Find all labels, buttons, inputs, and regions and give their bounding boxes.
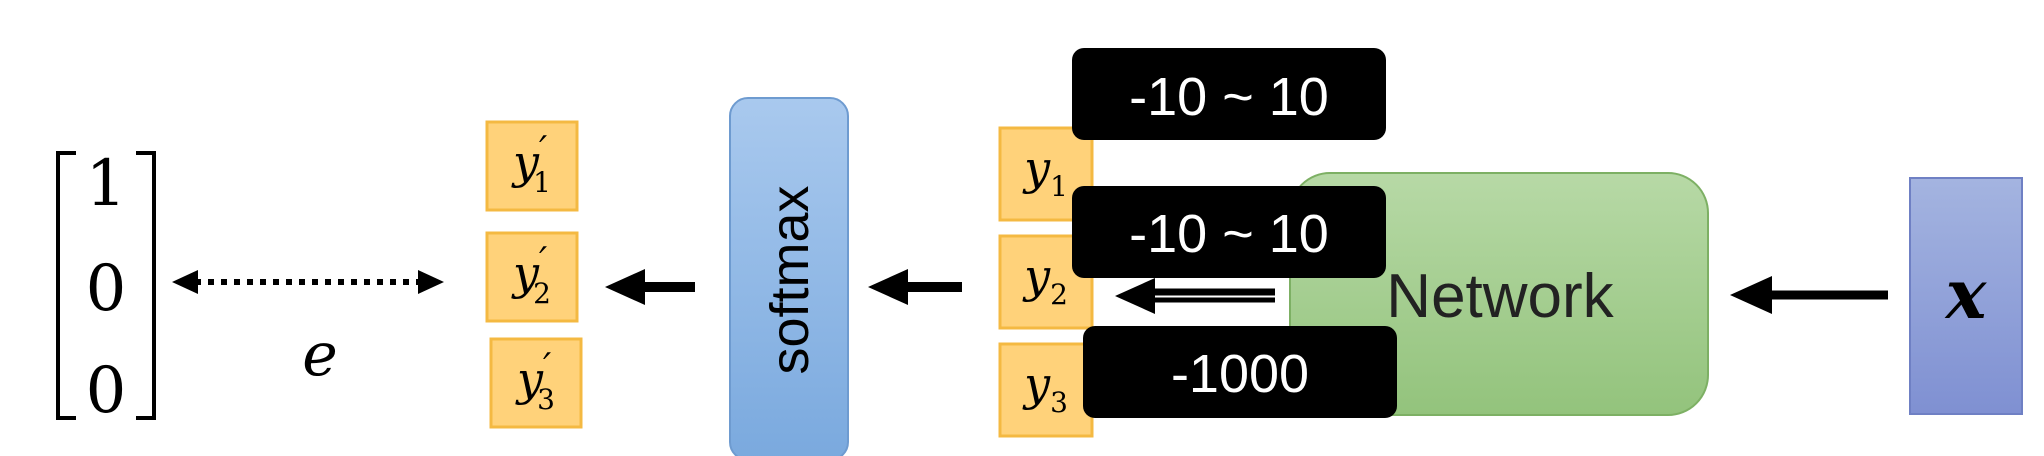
raw-output-boxes: y1 y2 y3: [998, 126, 1094, 438]
arrow-softmax-to-primed: [605, 269, 695, 305]
left-bracket: [56, 151, 76, 420]
y2-prime-box: [485, 231, 579, 323]
y1-prime-label: y′1: [511, 130, 551, 199]
network-label: Network: [1386, 262, 1614, 331]
tag-y2-bg: [1072, 186, 1386, 278]
tag-y1-bg: [1072, 48, 1386, 140]
y3-label: y3: [1022, 357, 1068, 419]
arrow-input-to-network: [1730, 276, 1888, 314]
arrow-network-to-raw: [1115, 278, 1275, 314]
error-connector: e: [172, 270, 444, 390]
vector-entry-2: 0: [86, 252, 127, 326]
arrow-raw-to-softmax: [868, 269, 962, 305]
input-box: [1909, 177, 2023, 415]
y2-prime-label: y′2: [511, 241, 551, 310]
softmax-label: softmax: [760, 185, 820, 374]
y2-label: y2: [1022, 249, 1068, 311]
input-block: x: [1909, 177, 2023, 415]
y1-prime-box: [485, 120, 579, 212]
y1-label: y1: [1022, 141, 1068, 203]
error-label: e: [302, 320, 338, 390]
tag-y3-bg: [1083, 326, 1397, 418]
softmax-box: [729, 97, 849, 456]
right-bracket: [136, 151, 156, 420]
tag-y3-value: -1000: [1171, 344, 1309, 404]
tag-y1-range: -10 ~ 10: [1129, 67, 1329, 127]
vector-entry-3: 0: [86, 354, 127, 428]
primed-output-boxes: y′1 y′2 y′3: [485, 120, 583, 429]
input-label: x: [1944, 255, 1988, 335]
arrowhead-right: [418, 270, 444, 294]
y3-prime-label: y′3: [515, 347, 555, 416]
y3-box: [998, 342, 1094, 438]
value-tags: -10 ~ 10 -10 ~ 10 -1000: [1072, 48, 1397, 418]
target-vector: 1 0 0: [56, 147, 156, 428]
softmax-block: softmax: [729, 97, 849, 456]
arrowhead-left: [172, 270, 198, 294]
tag-y2-range: -10 ~ 10: [1129, 204, 1329, 264]
y3-prime-box: [489, 337, 583, 429]
vector-entry-1: 1: [86, 147, 127, 221]
